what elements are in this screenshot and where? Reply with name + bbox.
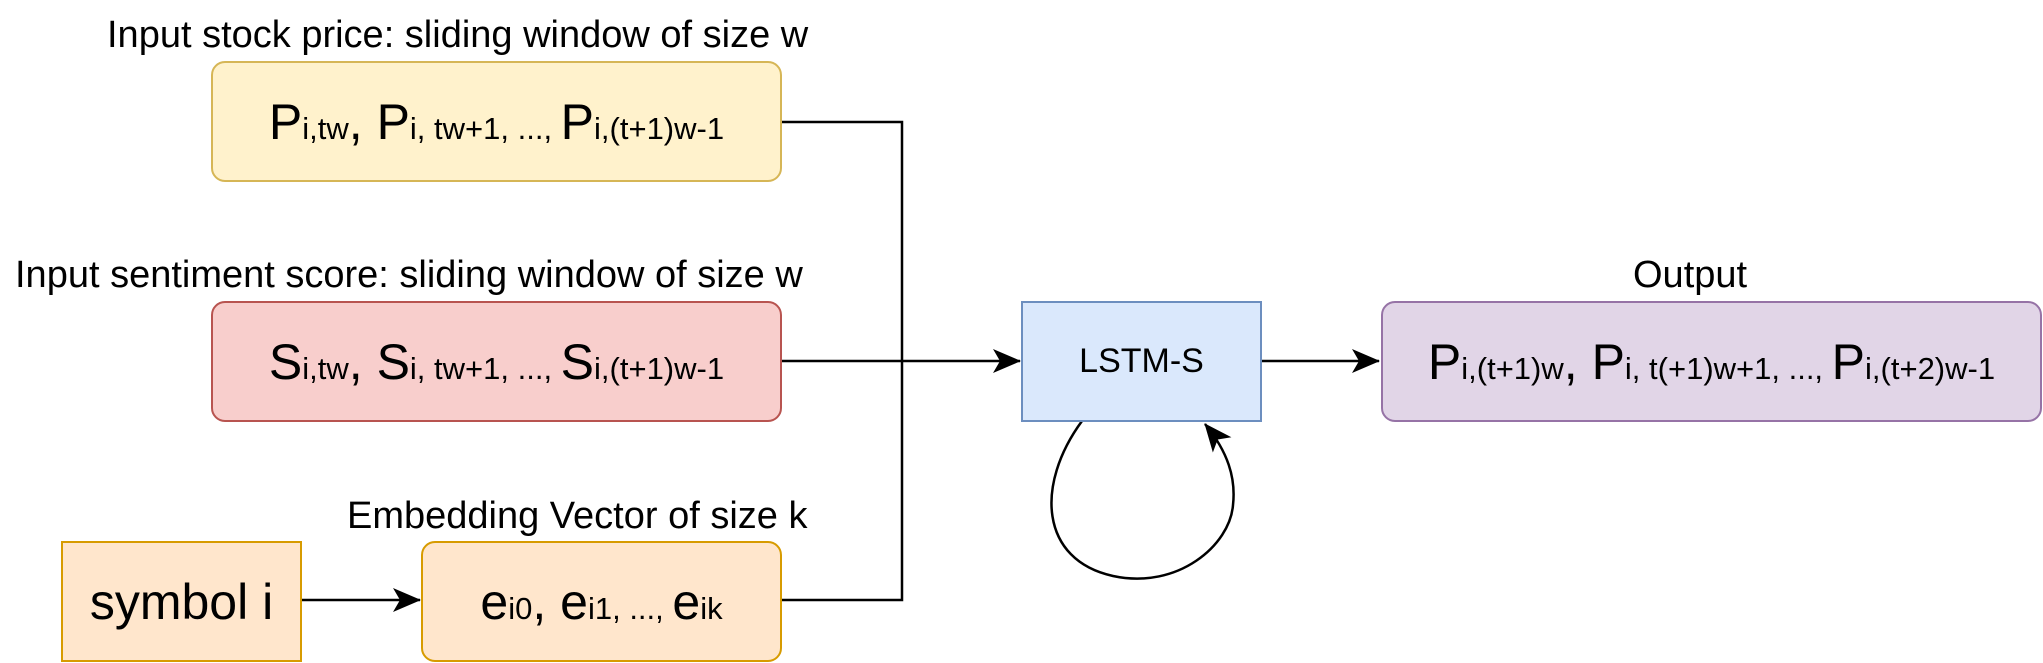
output-label: Output [1633,254,1748,296]
symbol-box: symbol i [61,541,302,662]
embedding-vector-box: ei0, ei1, ..., eik [421,541,782,662]
term-separator: , [532,573,561,630]
term-subscript: i, tw+1, ..., [409,350,561,386]
term-subscript: i,(t+1)w [1461,350,1564,386]
sentiment-sequence: Si,tw, Si, tw+1, ..., Si,(t+1)w-1 [269,337,724,387]
term-subscript: ik [700,590,723,626]
sentiment-label: Input sentiment score: sliding window of… [15,254,803,296]
lstm-box: LSTM-S [1021,301,1262,422]
term-subscript: i0 [508,590,533,626]
price-sequence: Pi,tw, Pi, tw+1, ..., Pi,(t+1)w-1 [269,97,724,147]
term-base: P [1831,333,1866,390]
term-base: S [268,333,303,390]
term-base: e [480,573,509,630]
term-base: P [560,93,595,150]
term-subscript: i,tw [302,110,349,146]
term-base: S [560,333,595,390]
term-base: S [376,333,410,390]
embedding-connector [782,361,904,602]
term-base: e [672,573,701,630]
term-subscript: i,tw [302,350,349,386]
lstm-label: LSTM-S [1079,342,1204,380]
term-subscript: i,(t+1)w-1 [594,110,725,146]
term-subscript: i,(t+2)w-1 [1865,350,1996,386]
term-base: P [1427,333,1462,390]
term-subscript: i,(t+1)w-1 [594,350,725,386]
term-separator: , [1563,333,1592,390]
lstm-self-loop [1050,420,1235,580]
price-window-box: Pi,tw, Pi, tw+1, ..., Pi,(t+1)w-1 [211,61,782,182]
price-connector [782,120,904,361]
term-base: P [1591,333,1625,390]
term-subscript: i, t(+1)w+1, ..., [1624,350,1832,386]
term-base: P [376,93,410,150]
term-base: e [560,573,588,630]
term-base: P [268,93,303,150]
term-subscript: i, tw+1, ..., [409,110,561,146]
term-separator: , [348,333,377,390]
embedding-sequence: ei0, ei1, ..., eik [480,577,722,627]
term-separator: , [348,93,377,150]
term-subscript: i1, ..., [587,590,673,626]
sentiment-window-box: Si,tw, Si, tw+1, ..., Si,(t+1)w-1 [211,301,782,422]
price-label: Input stock price: sliding window of siz… [107,14,809,56]
output-sequence: Pi,(t+1)w, Pi, t(+1)w+1, ..., Pi,(t+2)w-… [1428,337,1995,387]
output-box: Pi,(t+1)w, Pi, t(+1)w+1, ..., Pi,(t+2)w-… [1381,301,2042,422]
symbol-label: symbol i [89,573,274,630]
embedding-label: Embedding Vector of size k [347,495,808,537]
